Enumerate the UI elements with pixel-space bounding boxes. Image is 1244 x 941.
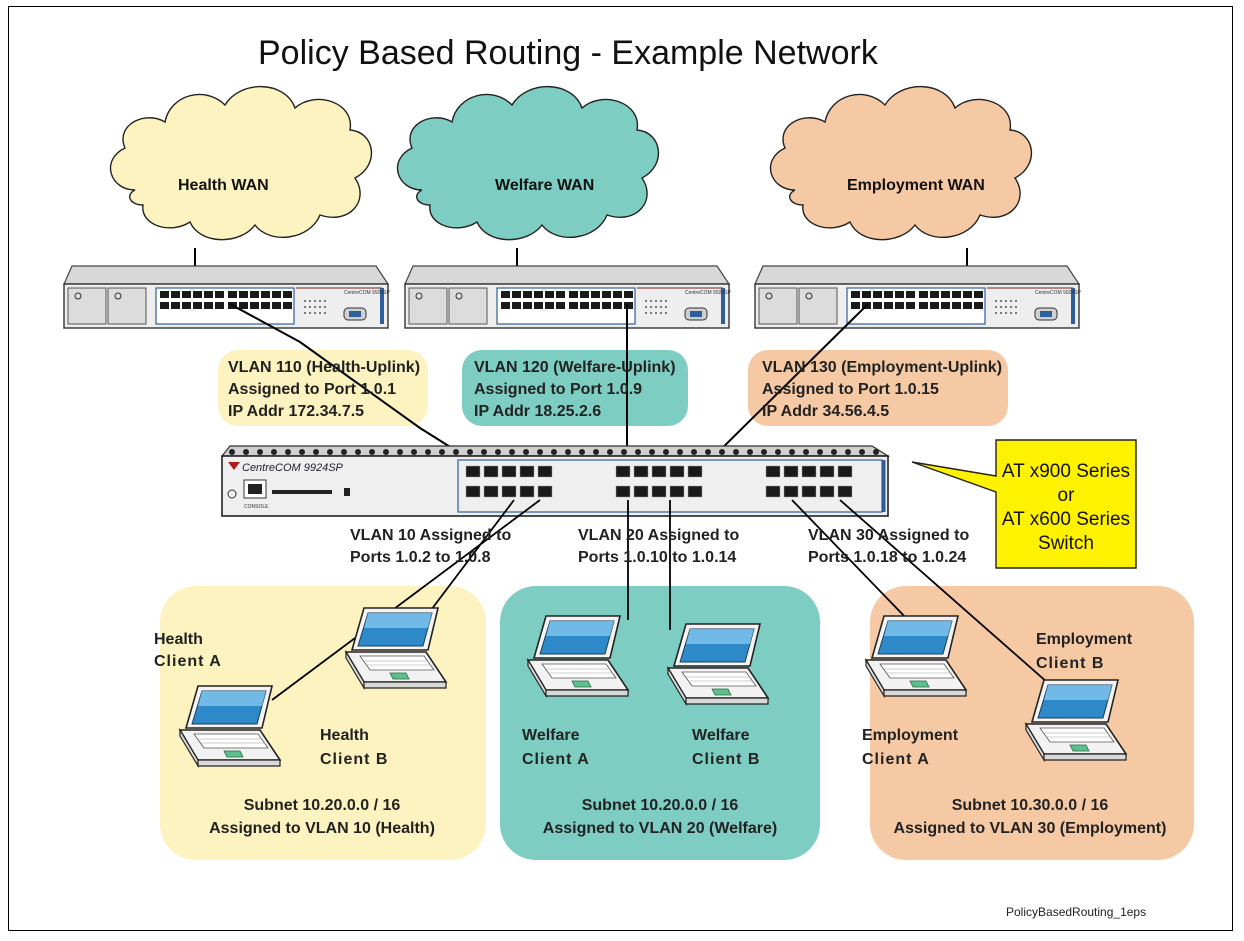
core-switch: CentreCOM 9924SP CONSOLE xyxy=(220,445,891,517)
employment-client-a-label: Employment Client A xyxy=(862,727,959,768)
svg-text:Subnet 10.20.0.0 / 16: Subnet 10.20.0.0 / 16 xyxy=(582,797,739,814)
svg-text:Assigned to Port 1.0.9: Assigned to Port 1.0.9 xyxy=(474,381,642,398)
svg-text:VLAN 120 (Welfare-Uplink): VLAN 120 (Welfare-Uplink) xyxy=(474,359,676,376)
health-uplink-label: VLAN 110 (Health-Uplink) Assigned to Por… xyxy=(228,359,420,420)
welfare-uplink-label: VLAN 120 (Welfare-Uplink) Assigned to Po… xyxy=(474,359,676,420)
svg-text:VLAN 10 Assigned to: VLAN 10 Assigned to xyxy=(350,527,511,544)
svg-text:VLAN 130 (Employment-Uplink): VLAN 130 (Employment-Uplink) xyxy=(762,359,1002,376)
vlan-20-label: VLAN 20 Assigned to Ports 1.0.10 to 1.0.… xyxy=(578,527,739,566)
employment-wan-cloud xyxy=(769,85,1033,241)
svg-text:CentreCOM 9924SP: CentreCOM 9924SP xyxy=(685,290,732,296)
diagram-frame xyxy=(8,6,1233,931)
welfare-uplink-box xyxy=(462,350,688,426)
svg-text:IP Addr 172.34.7.5: IP Addr 172.34.7.5 xyxy=(228,403,364,420)
svg-text:Ports 1.0.2 to 1.0.8: Ports 1.0.2 to 1.0.8 xyxy=(350,549,491,566)
svg-text:CentreCOM 9924SP: CentreCOM 9924SP xyxy=(344,290,391,296)
svg-text:Assigned to VLAN 20 (Welfare): Assigned to VLAN 20 (Welfare) xyxy=(543,820,777,837)
welfare-wan-label: Welfare WAN xyxy=(495,177,594,194)
svg-text:AT x600 Series: AT x600 Series xyxy=(1002,509,1130,530)
svg-text:or: or xyxy=(1058,485,1076,506)
welfare-wan-cloud xyxy=(396,85,660,241)
employment-edge-switch: CentreCOM 9924SP xyxy=(754,265,1082,329)
svg-text:Assigned to VLAN 30 (Employmen: Assigned to VLAN 30 (Employment) xyxy=(894,820,1167,837)
svg-text:Assigned to VLAN 10 (Health): Assigned to VLAN 10 (Health) xyxy=(209,820,435,837)
svg-text:Client A: Client A xyxy=(154,653,222,670)
employment-uplink-box xyxy=(748,350,1008,426)
svg-text:Client A: Client A xyxy=(862,751,930,768)
svg-text:Assigned to Port 1.0.1: Assigned to Port 1.0.1 xyxy=(228,381,396,398)
employment-wan-label: Employment WAN xyxy=(847,177,985,194)
health-wan-label: Health WAN xyxy=(178,177,269,194)
vlan-10-label: VLAN 10 Assigned to Ports 1.0.2 to 1.0.8 xyxy=(350,527,511,566)
svg-text:Assigned to Port 1.0.15: Assigned to Port 1.0.15 xyxy=(762,381,939,398)
health-subnet-label: Subnet 10.20.0.0 / 16 Assigned to VLAN 1… xyxy=(209,797,435,837)
svg-text:Switch: Switch xyxy=(1038,533,1094,554)
employment-client-a-link xyxy=(791,499,909,621)
health-client-a-link xyxy=(271,499,541,701)
health-client-b-label: Health Client B xyxy=(320,727,388,768)
footer-filename: PolicyBasedRouting_1eps xyxy=(1006,905,1146,919)
health-wan-cloud xyxy=(109,85,373,241)
svg-text:Welfare: Welfare xyxy=(522,727,580,744)
svg-text:CentreCOM 9924SP: CentreCOM 9924SP xyxy=(1035,290,1082,296)
employment-client-b-link xyxy=(839,499,1057,691)
health-uplink-box xyxy=(218,350,428,426)
svg-text:AT x900 Series: AT x900 Series xyxy=(1002,461,1130,482)
svg-text:Employment: Employment xyxy=(862,727,959,744)
svg-text:Employment: Employment xyxy=(1036,631,1133,648)
svg-text:Subnet 10.30.0.0 / 16: Subnet 10.30.0.0 / 16 xyxy=(952,797,1109,814)
svg-text:Health: Health xyxy=(154,631,203,648)
svg-text:Client B: Client B xyxy=(692,751,760,768)
svg-text:Client B: Client B xyxy=(320,751,388,768)
console-port-label: CONSOLE xyxy=(244,504,269,510)
core-switch-brand: CentreCOM 9924SP xyxy=(242,462,344,474)
diagram-title: Policy Based Routing - Example Network xyxy=(258,34,879,72)
svg-text:IP Addr 18.25.2.6: IP Addr 18.25.2.6 xyxy=(474,403,601,420)
svg-text:Welfare: Welfare xyxy=(692,727,750,744)
employment-uplink-link xyxy=(699,303,869,471)
welfare-subnet-label: Subnet 10.20.0.0 / 16 Assigned to VLAN 2… xyxy=(543,797,777,837)
health-edge-switch: CentreCOM 9924SP xyxy=(63,265,391,329)
welfare-edge-switch: CentreCOM 9924SP xyxy=(404,265,732,329)
welfare-client-a-label: Welfare Client A xyxy=(522,727,590,768)
svg-text:VLAN 20 Assigned to: VLAN 20 Assigned to xyxy=(578,527,739,544)
svg-text:Client A: Client A xyxy=(522,751,590,768)
health-client-b-link xyxy=(421,499,515,623)
svg-text:Ports 1.0.18 to 1.0.24: Ports 1.0.18 to 1.0.24 xyxy=(808,549,966,566)
svg-text:Subnet 10.20.0.0 / 16: Subnet 10.20.0.0 / 16 xyxy=(244,797,401,814)
health-client-a-label: Health Client A xyxy=(154,631,222,670)
svg-text:IP Addr 34.56.4.5: IP Addr 34.56.4.5 xyxy=(762,403,889,420)
vlan-30-label: VLAN 30 Assigned to Ports 1.0.18 to 1.0.… xyxy=(808,527,969,566)
employment-subnet-label: Subnet 10.30.0.0 / 16 Assigned to VLAN 3… xyxy=(894,797,1167,837)
employment-client-area xyxy=(870,586,1194,860)
svg-text:Client B: Client B xyxy=(1036,655,1104,672)
switch-model-callout: AT x900 Series or AT x600 Series Switch xyxy=(911,439,1137,569)
svg-text:VLAN 110 (Health-Uplink): VLAN 110 (Health-Uplink) xyxy=(228,359,420,376)
svg-text:Ports 1.0.10 to 1.0.14: Ports 1.0.10 to 1.0.14 xyxy=(578,549,736,566)
welfare-client-b-label: Welfare Client B xyxy=(692,727,760,768)
svg-text:VLAN 30 Assigned to: VLAN 30 Assigned to xyxy=(808,527,969,544)
svg-text:Health: Health xyxy=(320,727,369,744)
employment-client-b-label: Employment Client B xyxy=(1036,631,1133,672)
employment-uplink-label: VLAN 130 (Employment-Uplink) Assigned to… xyxy=(762,359,1002,420)
